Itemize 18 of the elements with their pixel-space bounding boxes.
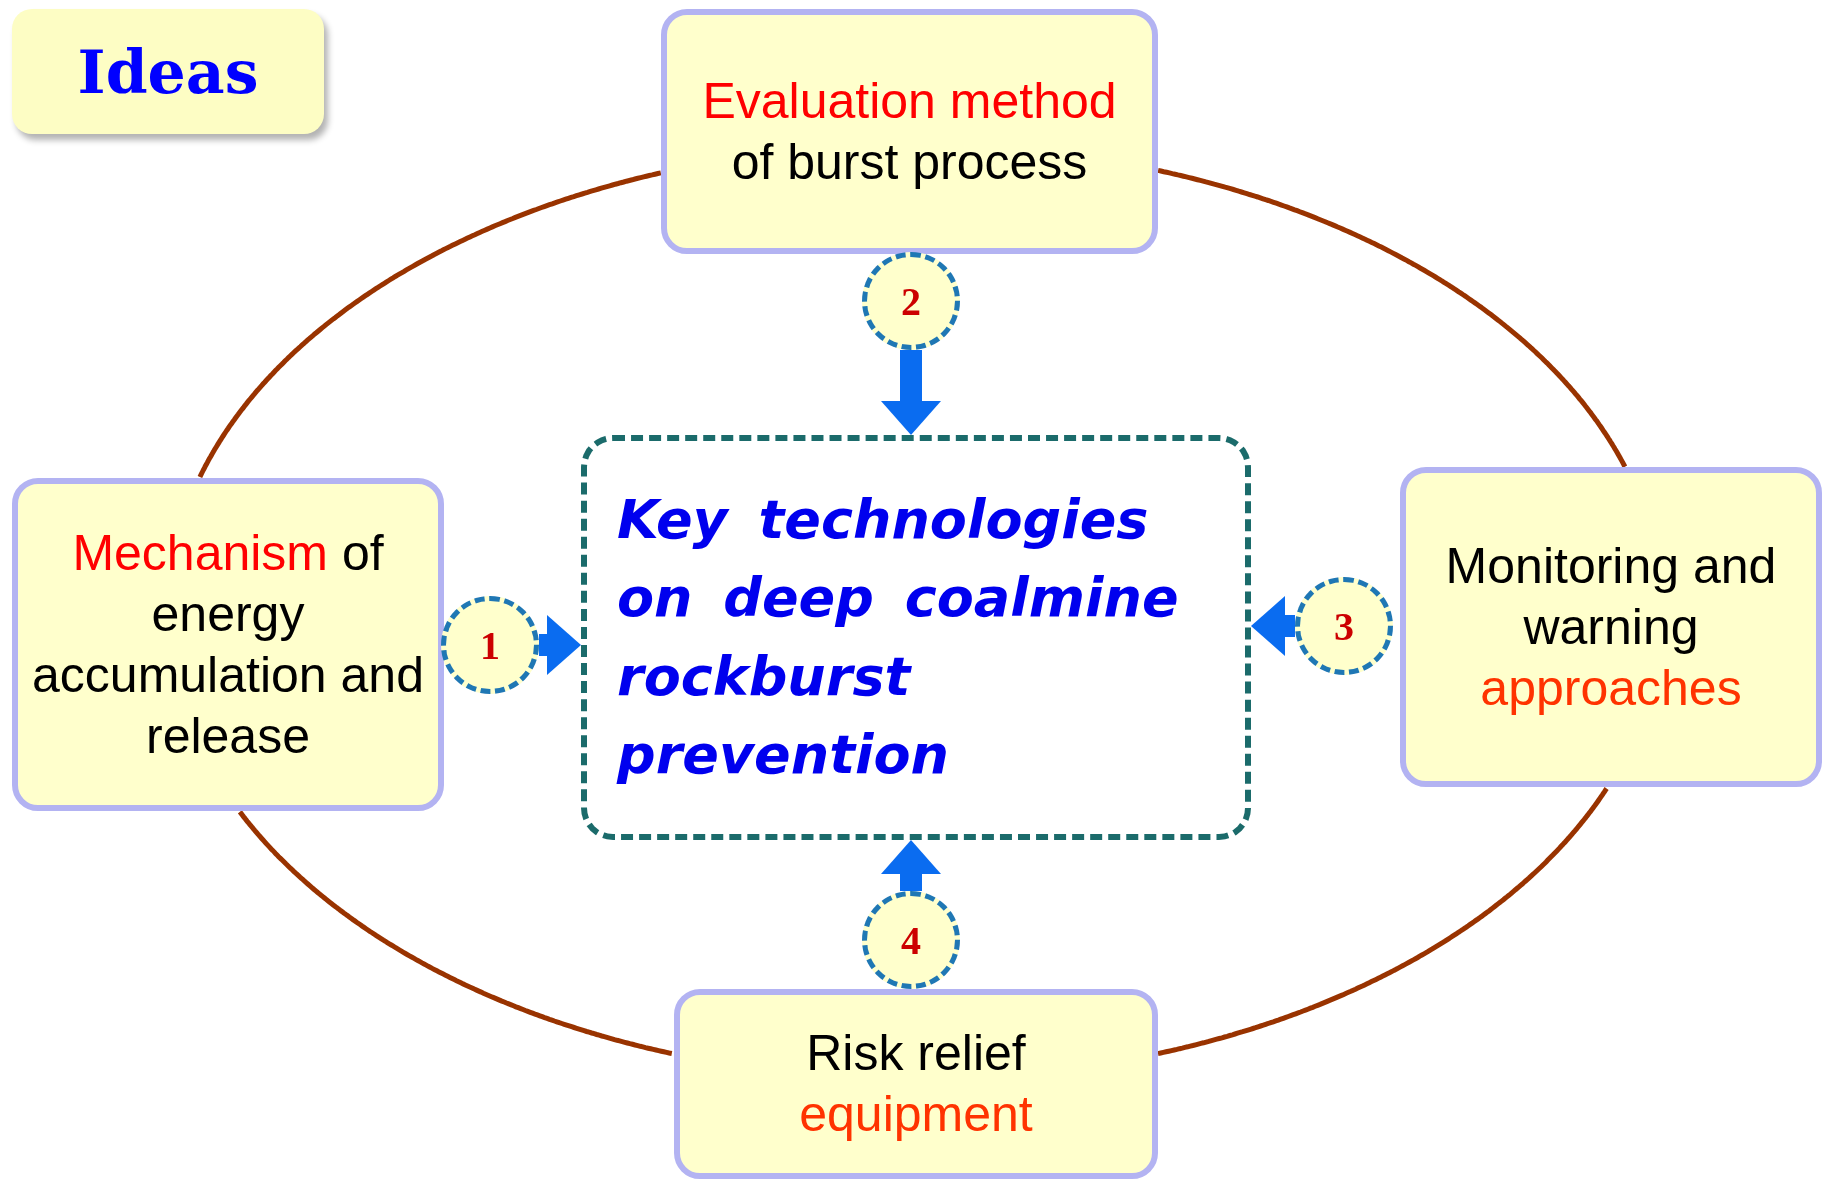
central-box: Key technologies on deep coalmine rockburst prevention [581,435,1251,840]
ring-line [1157,787,1609,1057]
title-tag: Ideas [12,9,324,134]
topic-text: Risk relief equipment [798,1024,1034,1144]
block-arrow [1251,596,1295,656]
block-arrow [881,840,941,891]
block-arrow [881,350,941,435]
number-circle: 3 [1295,577,1393,675]
topic-text: Mechanism of energy accumulation and release [32,523,424,766]
ring-line [237,810,673,1056]
block-arrow [539,615,581,675]
ring-line [197,170,662,479]
number-circle: 2 [862,252,960,350]
topic-text: Evaluation method of burst process [701,71,1118,192]
number-circle: 1 [441,596,539,694]
ring-line [1157,167,1628,468]
topic-text: Monitoring and warning approaches [1444,536,1778,718]
number-circle: 4 [862,891,960,989]
